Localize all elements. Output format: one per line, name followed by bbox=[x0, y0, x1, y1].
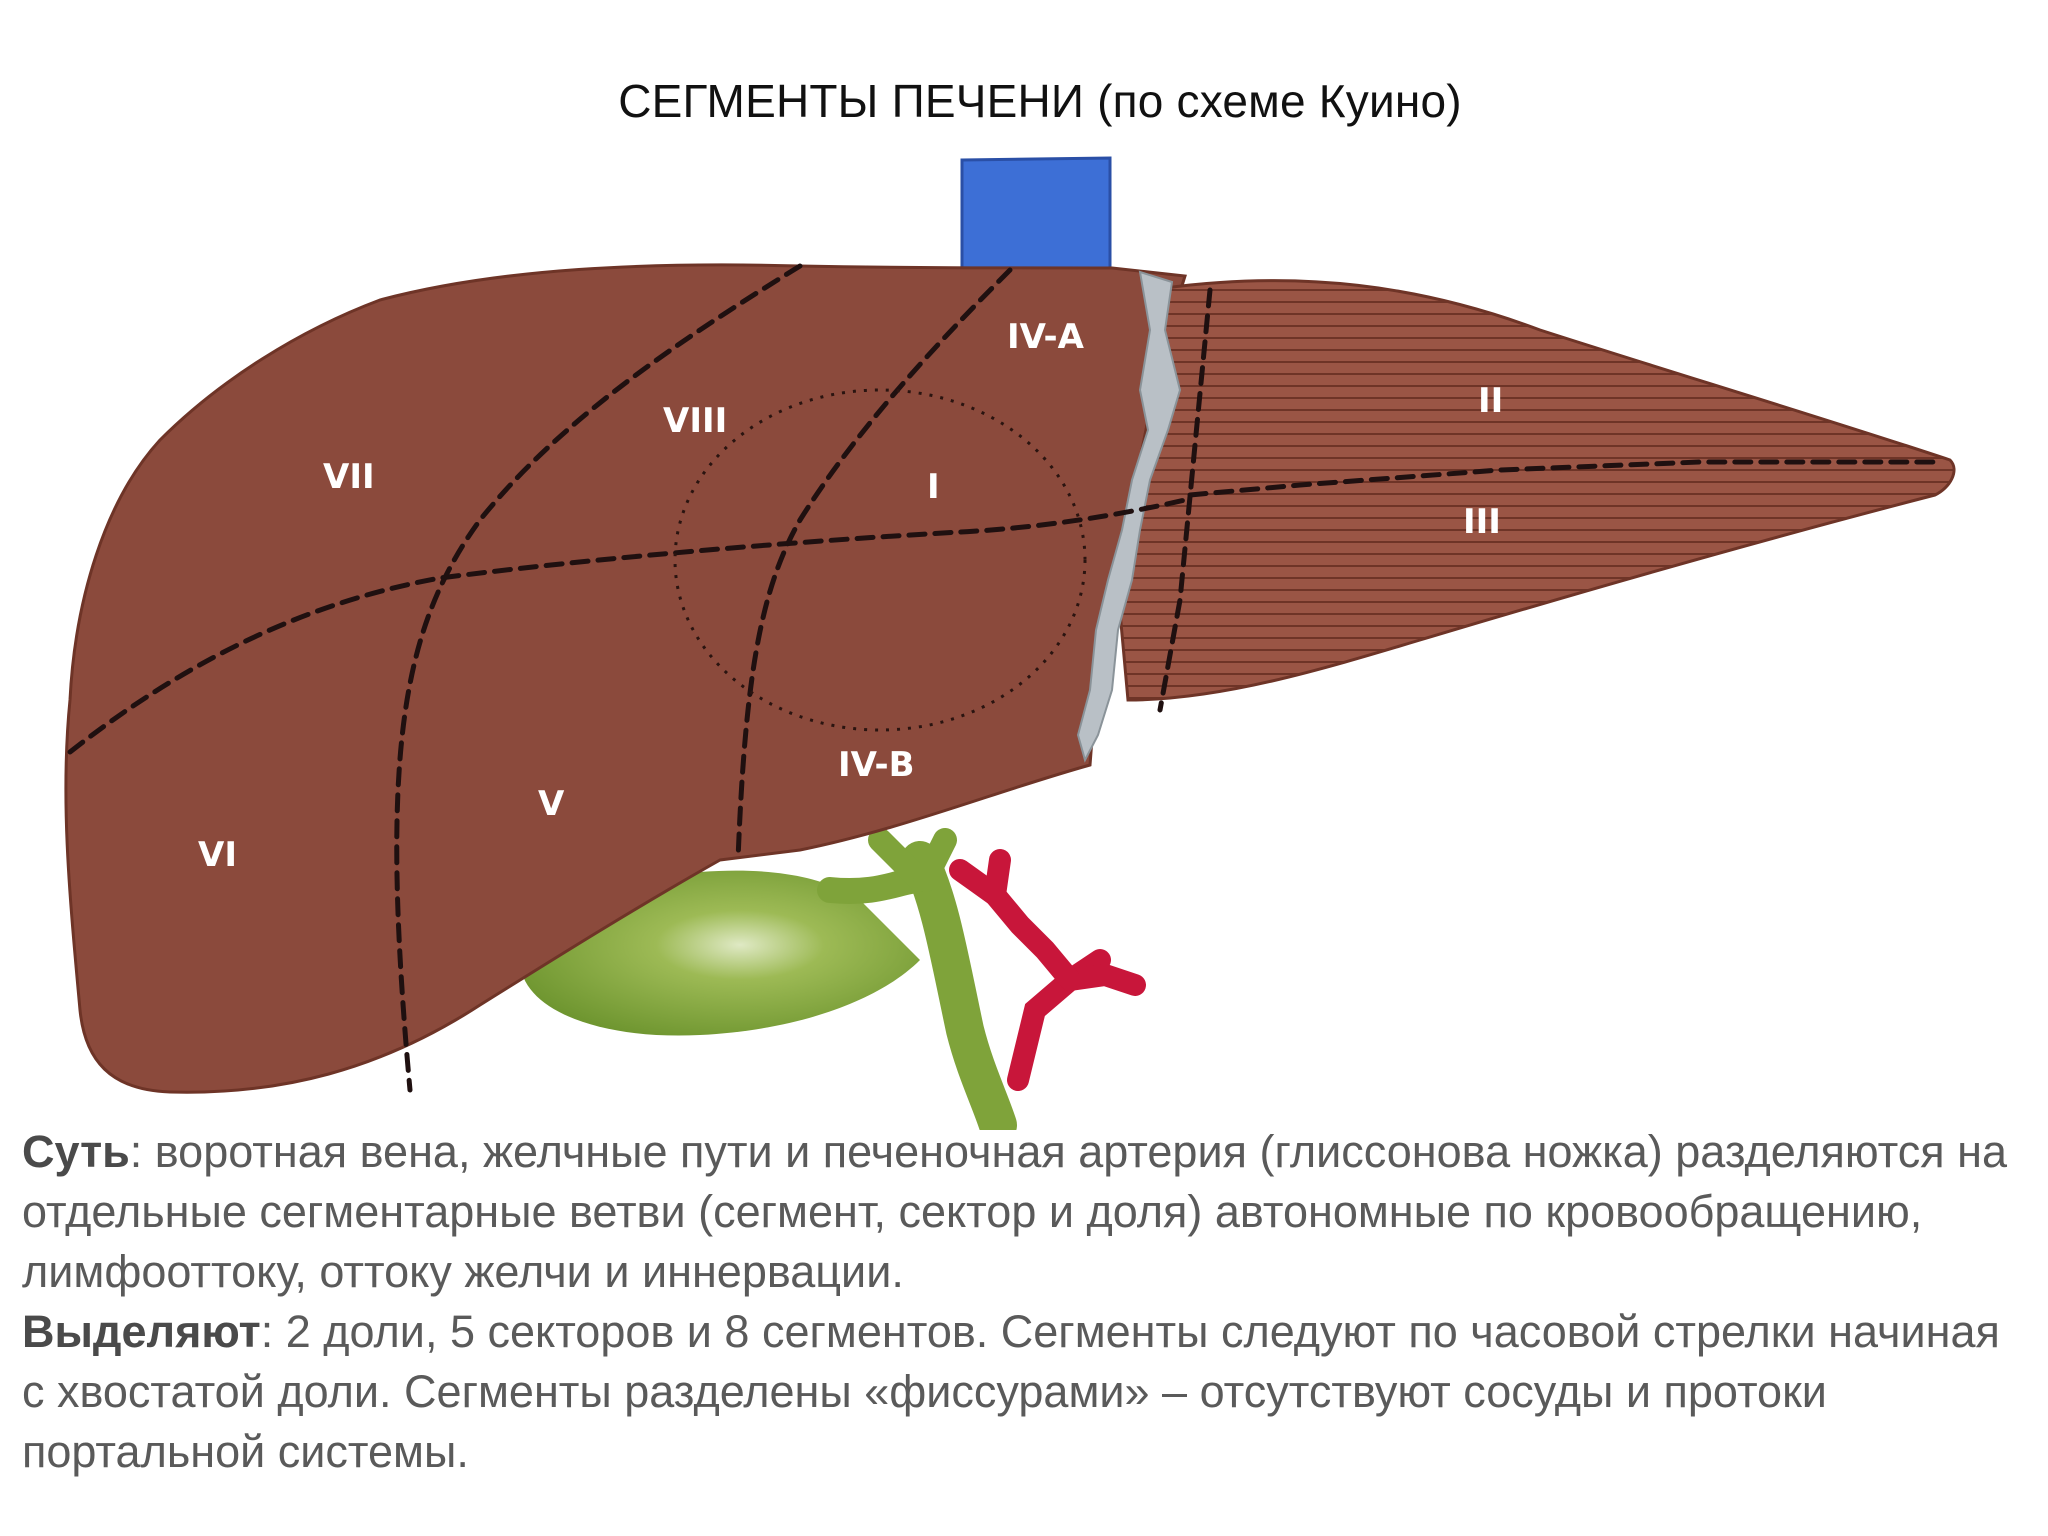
segment-label-ii: II bbox=[1478, 381, 1503, 421]
segment-label-viii: VIII bbox=[663, 401, 727, 441]
distinguish-text: : 2 доли, 5 секторов и 8 сегментов. Сегм… bbox=[22, 1306, 2000, 1477]
segment-label-ivb: IV-B bbox=[838, 745, 915, 785]
segment-label-iii: III bbox=[1463, 502, 1501, 542]
term-essence: Суть bbox=[22, 1126, 130, 1177]
description-text: Суть: воротная вена, желчные пути и пече… bbox=[22, 1122, 2022, 1482]
essence-text: : воротная вена, желчные пути и печеночн… bbox=[22, 1126, 2007, 1297]
segment-label-v: V bbox=[538, 784, 565, 824]
segment-label-i: I bbox=[927, 467, 940, 507]
segment-label-vi: VI bbox=[198, 835, 237, 875]
segment-label-vii: VII bbox=[323, 457, 375, 497]
term-distinguish: Выделяют bbox=[22, 1306, 261, 1357]
vena-cava bbox=[962, 158, 1110, 272]
segment-label-iva: IV-A bbox=[1007, 317, 1085, 357]
liver-diagram: II III IV-A VIII VII I IV-B V VI bbox=[0, 0, 2048, 1130]
